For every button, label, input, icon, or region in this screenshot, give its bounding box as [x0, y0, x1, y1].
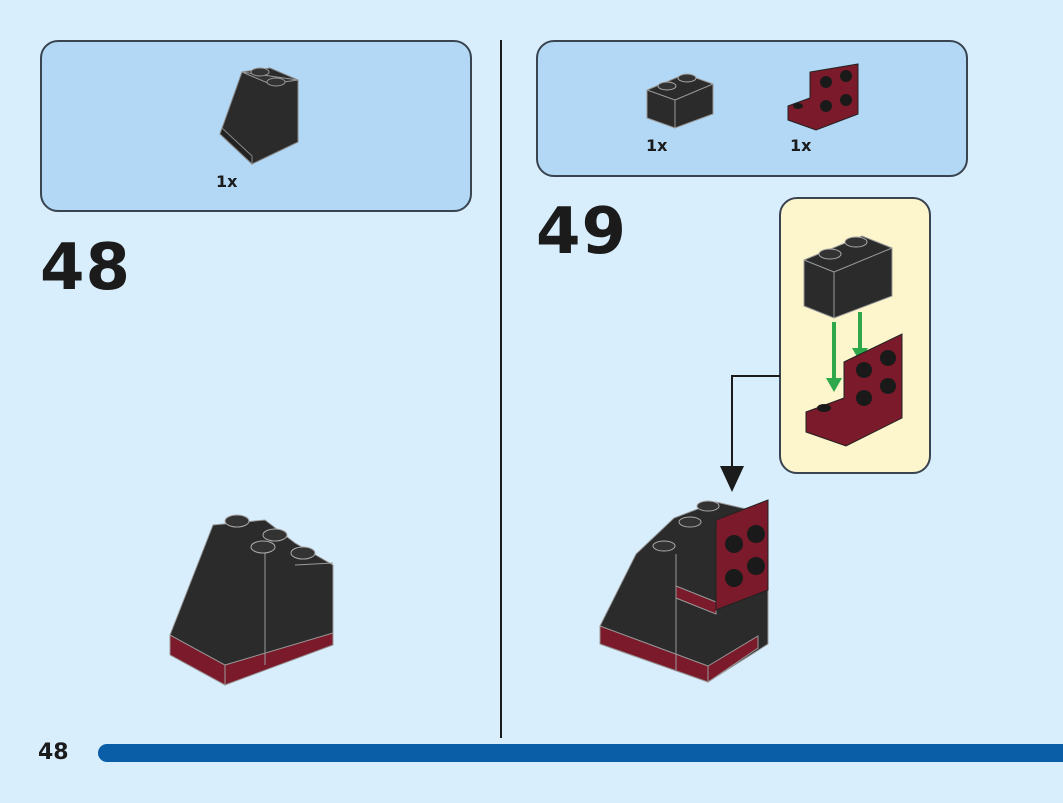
brick-1x2-icon: [646, 73, 714, 129]
parts-list-step-49: [536, 40, 968, 177]
model-step-49: [599, 499, 769, 683]
part-qty: 1x: [216, 172, 238, 191]
step-number-48: 48: [40, 231, 132, 305]
step-number-49: 49: [536, 195, 628, 269]
placement-arrow: [720, 375, 780, 492]
sub-assembly-illustration: [803, 235, 903, 447]
model-step-48: [169, 514, 334, 686]
slope-brick-icon: [219, 67, 299, 166]
step-divider: [500, 40, 502, 738]
page-number: 48: [38, 740, 69, 765]
bracket-icon: [787, 63, 859, 131]
part-qty: 1x: [646, 136, 668, 155]
part-qty: 1x: [790, 136, 812, 155]
page-bar: [98, 744, 1063, 762]
